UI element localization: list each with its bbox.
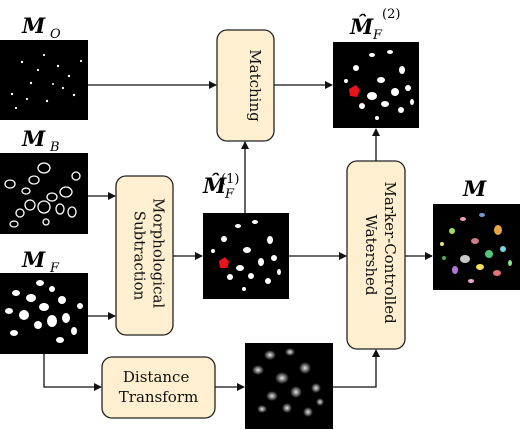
svg-text:B: B bbox=[49, 140, 60, 155]
svg-text:O: O bbox=[50, 27, 61, 42]
arrows bbox=[43, 81, 433, 391]
svg-text:F: F bbox=[372, 28, 383, 43]
label-mhat1: M̂ F (1) bbox=[202, 172, 239, 202]
svg-text:M: M bbox=[21, 247, 46, 272]
svg-text:M̂: M̂ bbox=[202, 173, 227, 198]
svg-text:M̂: M̂ bbox=[349, 14, 374, 39]
marker-controlled-watershed-label: Marker-Controlled Watershed bbox=[362, 182, 399, 329]
image-distance bbox=[245, 343, 333, 429]
label-m: M bbox=[462, 176, 487, 201]
label-mhat2: M̂ F (2) bbox=[349, 7, 400, 43]
label-mf: M F bbox=[21, 247, 60, 276]
svg-text:(1): (1) bbox=[221, 172, 239, 187]
image-mo bbox=[0, 40, 88, 120]
matching-label: Matching bbox=[246, 49, 264, 122]
label-mo: M O bbox=[21, 13, 61, 42]
morphological-subtraction-box: Morphological Subtraction bbox=[115, 175, 174, 336]
image-mhat1 bbox=[203, 213, 289, 299]
svg-text:M: M bbox=[462, 176, 487, 201]
svg-text:F: F bbox=[49, 261, 60, 276]
svg-text:M: M bbox=[21, 126, 46, 151]
morphological-subtraction-label: Morphological Subtraction bbox=[131, 198, 168, 313]
distance-transform-box: Distance Transform bbox=[101, 356, 216, 419]
marker-controlled-watershed-box: Marker-Controlled Watershed bbox=[346, 160, 406, 350]
label-mb: M B bbox=[21, 126, 60, 155]
image-mhat2 bbox=[333, 42, 419, 128]
svg-text:F: F bbox=[224, 187, 235, 202]
svg-text:M: M bbox=[21, 13, 46, 38]
svg-text:(2): (2) bbox=[382, 7, 400, 22]
image-mf bbox=[0, 273, 88, 354]
distance-transform-label: Distance Transform bbox=[119, 368, 198, 406]
matching-box: Matching bbox=[216, 29, 275, 142]
image-mb bbox=[0, 153, 88, 234]
image-m bbox=[433, 204, 520, 290]
